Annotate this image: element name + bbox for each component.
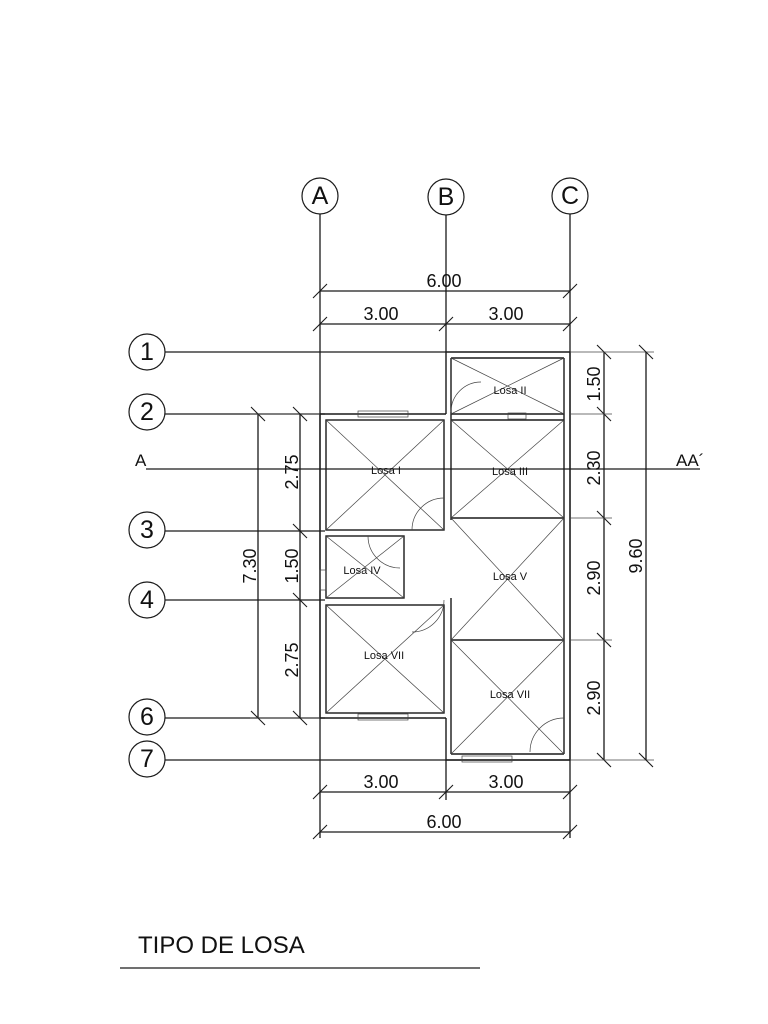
axis-label-c: C <box>561 182 579 210</box>
axis-bubble-3: 3 <box>128 511 166 549</box>
slab-labels: Losa I Losa II Losa III Losa IV Losa V L… <box>343 385 530 701</box>
axis-bubble-a: A <box>301 177 339 215</box>
section-cut-line: A AA´ <box>135 451 704 470</box>
axis-bubble-7: 7 <box>128 740 166 778</box>
bottom-dimensions: 3.00 3.00 6.00 <box>312 772 578 840</box>
dim-top-total: 6.00 <box>426 271 461 291</box>
drawing-title-block: TIPO DE LOSA <box>120 932 480 969</box>
axis-label-b: B <box>438 183 455 211</box>
axis-label-6: 6 <box>140 703 154 731</box>
drawing-title: TIPO DE LOSA <box>138 932 305 959</box>
row-axis-bubbles: 1 2 3 4 6 7 <box>128 333 166 778</box>
dim-top-right: 3.00 <box>488 304 523 324</box>
dim-bottom-left: 3.00 <box>363 772 398 792</box>
slab-label-losa-v: Losa V <box>493 571 528 583</box>
slab-label-losa-vii-left: Losa VII <box>364 650 404 662</box>
axis-label-2: 2 <box>140 398 154 426</box>
dim-right-1: 1.50 <box>584 366 604 401</box>
dim-right-3: 2.90 <box>584 560 604 595</box>
slab-label-losa-ii: Losa II <box>493 385 526 397</box>
room-outline-losa-i <box>325 419 445 531</box>
dim-right-2: 2.30 <box>584 450 604 485</box>
building-walls <box>319 351 571 763</box>
axis-label-3: 3 <box>140 516 154 544</box>
room-outline-losa-iv <box>325 535 405 599</box>
axis-bubble-c: C <box>551 177 589 215</box>
column-axis-bubbles: A B C <box>301 177 589 216</box>
section-label-left: A <box>135 451 147 470</box>
axis-bubble-2: 2 <box>128 393 166 431</box>
top-dimensions: 6.00 3.00 3.00 <box>312 271 578 332</box>
axis-bubble-1: 1 <box>128 333 166 371</box>
section-label-right: AA´ <box>676 451 704 470</box>
axis-bubble-b: B <box>427 178 465 216</box>
dim-bottom-right: 3.00 <box>488 772 523 792</box>
axis-label-a: A <box>312 182 329 210</box>
left-dimensions: 7.30 2.75 1.50 2.75 <box>240 406 320 726</box>
slab-diagonals <box>325 357 565 755</box>
column-axis-lines <box>319 214 571 838</box>
slab-label-losa-vii-right: Losa VII <box>490 689 530 701</box>
axis-bubble-4: 4 <box>128 581 166 619</box>
dim-bottom-total: 6.00 <box>426 812 461 832</box>
right-dimensions: 1.50 2.30 2.90 2.90 9.60 <box>570 344 654 768</box>
dim-right-total: 9.60 <box>626 538 646 573</box>
slab-label-losa-iii: Losa III <box>492 466 528 478</box>
dim-left-upper: 2.75 <box>282 454 302 489</box>
dim-left-lower: 2.75 <box>282 642 302 677</box>
dim-top-left: 3.00 <box>363 304 398 324</box>
slab-label-losa-iv: Losa IV <box>343 565 381 577</box>
axis-label-1: 1 <box>140 338 154 366</box>
axis-label-4: 4 <box>140 586 154 614</box>
dim-left-mid: 1.50 <box>282 548 302 583</box>
axis-label-7: 7 <box>140 745 154 773</box>
dim-right-4: 2.90 <box>584 680 604 715</box>
axis-bubble-6: 6 <box>128 698 166 736</box>
dim-left-total: 7.30 <box>240 548 260 583</box>
room-outline-losa-vii-left <box>325 604 445 714</box>
slab-label-losa-i: Losa I <box>371 465 401 477</box>
